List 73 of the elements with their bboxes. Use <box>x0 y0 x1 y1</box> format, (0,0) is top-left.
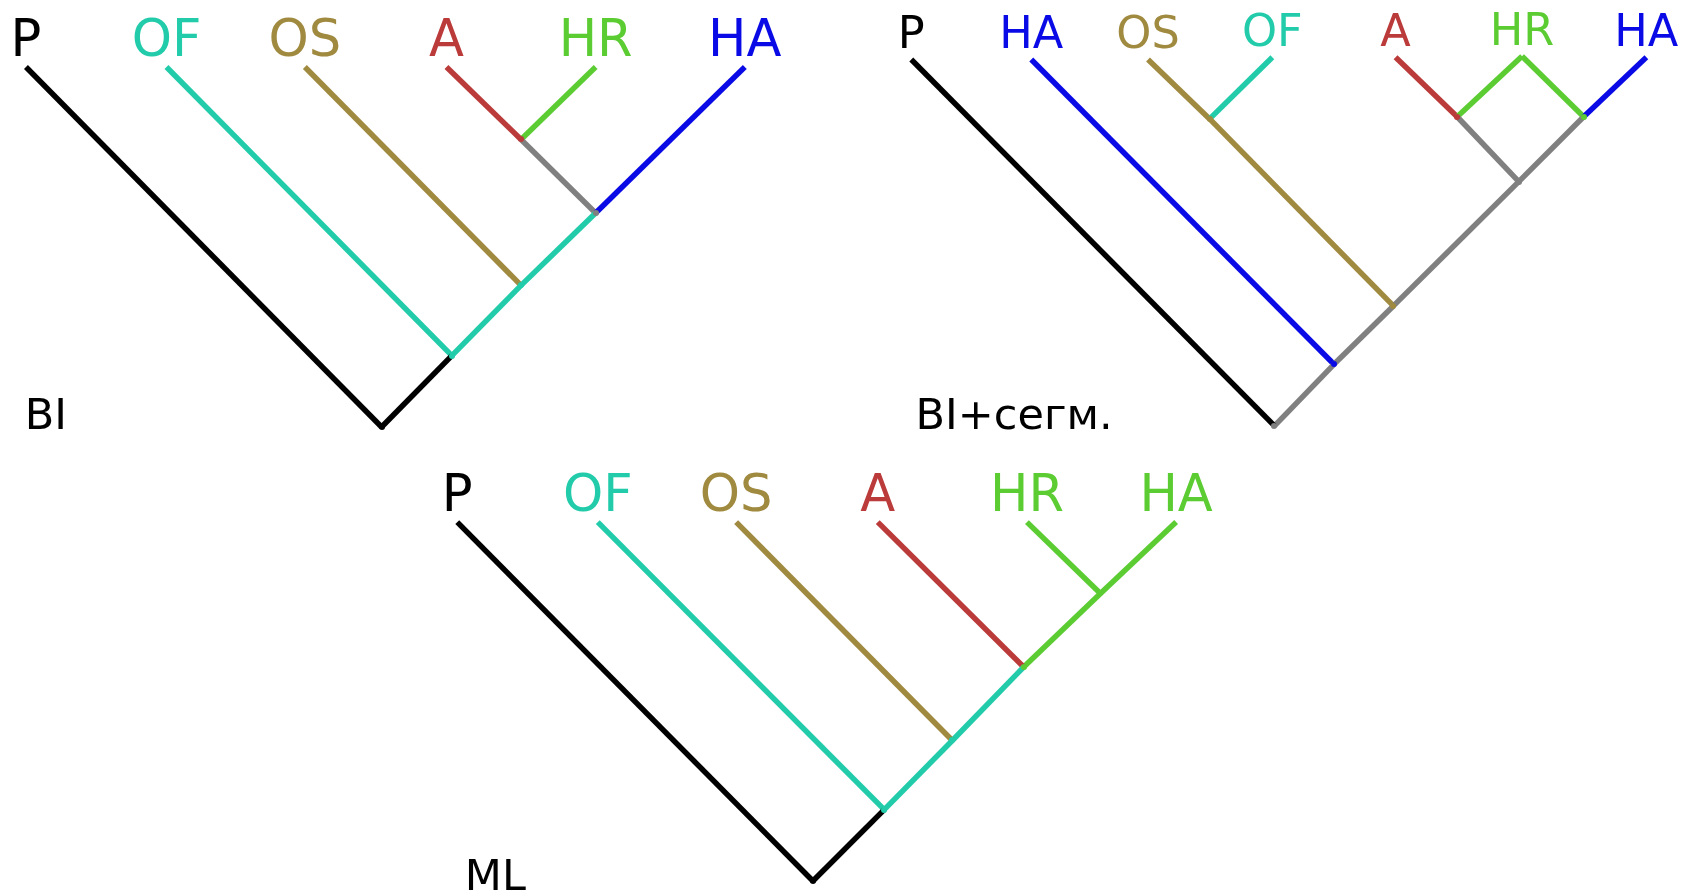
tree-branch <box>875 520 1026 669</box>
tree-branch <box>1520 54 1586 119</box>
taxon-label: OS <box>1116 11 1180 60</box>
tree-branch <box>1207 116 1396 308</box>
tree-branch <box>1098 520 1178 596</box>
method-label: BI+сегм. <box>915 393 1113 437</box>
tree-branch <box>1581 55 1649 119</box>
tree-branch <box>444 65 523 142</box>
tree-branch <box>909 57 1277 428</box>
tree-branch <box>595 520 887 812</box>
branch-point <box>1454 113 1461 120</box>
tree-branch <box>1455 54 1524 119</box>
tree-branch <box>1391 179 1521 308</box>
tree-branch <box>593 65 747 215</box>
method-label: ML <box>464 854 526 891</box>
taxon-label: P <box>10 12 42 67</box>
taxon-label: A <box>860 468 896 523</box>
tree-branch <box>379 353 454 429</box>
tree-branch <box>455 520 815 883</box>
tree-branch <box>1029 57 1336 367</box>
tree-branch <box>950 665 1026 743</box>
tree-branch <box>1332 303 1396 367</box>
taxon-label: HA <box>999 11 1064 60</box>
tree-branch <box>1455 114 1521 184</box>
tree-branch <box>734 520 955 743</box>
taxon-label: HR <box>989 468 1064 523</box>
taxon-label: P <box>897 11 925 60</box>
tree-branch <box>882 738 955 812</box>
tree-branch <box>449 283 523 358</box>
tree-branch <box>1393 55 1460 119</box>
tree-branch <box>1207 55 1275 121</box>
taxon-label: OF <box>1241 9 1303 58</box>
branch-point <box>1271 422 1278 429</box>
tree-branch <box>1272 362 1336 428</box>
branch-point <box>1515 178 1522 185</box>
tree-branch <box>24 65 384 429</box>
taxon-label: A <box>428 12 464 67</box>
branch-point <box>378 424 385 430</box>
tree-branch <box>1516 114 1586 184</box>
branch-point <box>592 209 599 216</box>
branch-point <box>1020 663 1027 670</box>
branch-point <box>881 806 888 813</box>
tree-branch <box>302 65 523 288</box>
tree-branch <box>810 807 887 883</box>
taxon-label: HA <box>708 12 782 67</box>
branch-point <box>518 136 525 143</box>
branch-point <box>518 282 525 289</box>
tree-branch <box>1025 520 1103 596</box>
taxon-label: OF <box>562 468 633 523</box>
branch-point <box>1390 302 1397 309</box>
tree-branch <box>1021 591 1103 669</box>
branch-point <box>1206 115 1213 122</box>
taxon-label: HA <box>1139 468 1213 523</box>
tree-branch <box>1146 57 1212 121</box>
taxon-label: P <box>441 468 473 523</box>
branch-point <box>949 737 956 744</box>
taxon-label: A <box>1380 9 1411 58</box>
branch-point <box>448 352 455 359</box>
taxon-label: HA <box>1614 9 1679 58</box>
branch-point <box>1330 361 1337 368</box>
branch-point <box>1580 113 1587 120</box>
taxon-label: OF <box>131 12 202 67</box>
taxon-label: OS <box>699 468 773 523</box>
branch-point <box>1097 590 1104 597</box>
taxon-label: OS <box>268 12 342 67</box>
tree-branch <box>519 65 598 142</box>
tree-branch <box>519 211 598 288</box>
tree-branch <box>519 137 598 215</box>
taxon-label: HR <box>1489 8 1555 57</box>
method-label: BI <box>24 393 68 437</box>
branch-point <box>809 878 816 884</box>
tree-branch <box>164 65 454 358</box>
taxon-label: HR <box>558 12 633 67</box>
